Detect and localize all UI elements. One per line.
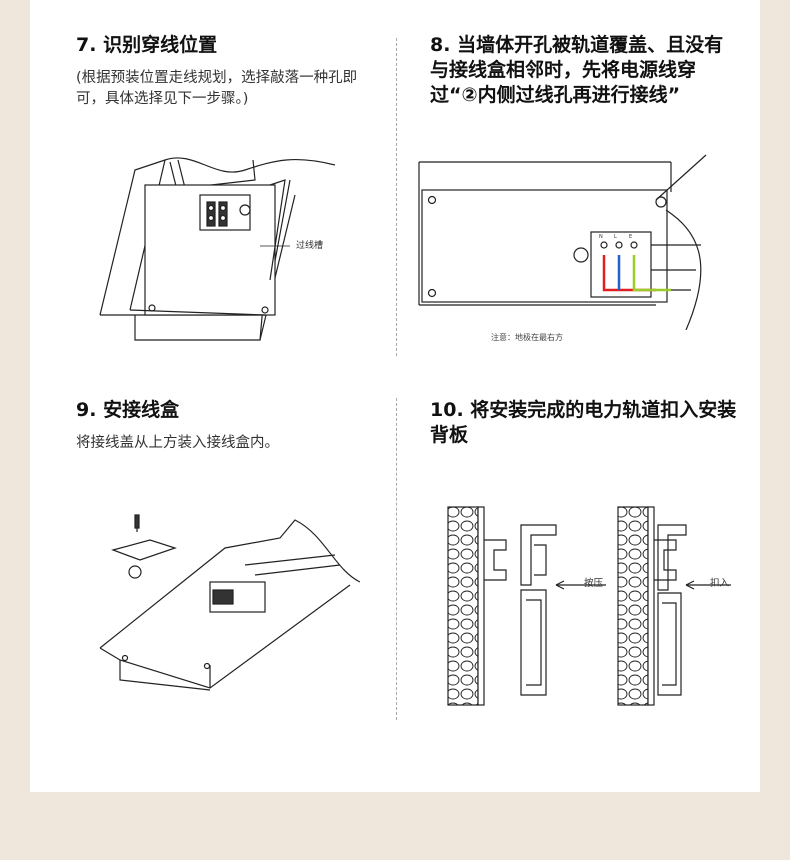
step-9-description: 将接线盖从上方装入接线盒内。 [76, 435, 279, 451]
ground-note: 注意：地极在最右方 [491, 333, 563, 342]
step-8-title: 8. 当墙体开孔被轨道覆盖、且没有与接线盒相邻时，先将电源线穿过“②内侧过线孔再… [430, 33, 736, 108]
step-10-number: 10. [430, 399, 464, 421]
step-10-title-text: 将安装完成的电力轨道扣入安装背板 [430, 399, 737, 446]
step-7-figure [95, 150, 345, 350]
step-10-title: 10. 将安装完成的电力轨道扣入安装背板 [430, 398, 740, 448]
step-8-title-text: 当墙体开孔被轨道覆盖、且没有与接线盒相邻时，先将电源线穿过“②内侧过线孔再进行接… [430, 34, 724, 106]
step-7-description: (根据预装位置走线规划，选择敲落一种孔即可，具体选择见下一步骤。) [76, 70, 358, 107]
track-junction-box-illustration [99, 157, 336, 341]
wire-green [632, 255, 671, 292]
svg-text:L: L [614, 234, 617, 240]
press-label: 按压 [584, 578, 604, 589]
snap-in-label: 扣入 [710, 578, 730, 589]
step-8-number: 8. [430, 34, 451, 56]
step-10: 10. 将安装完成的电力轨道扣入安装背板 [430, 398, 740, 448]
step-7-title-text: 识别穿线位置 [103, 34, 218, 56]
step-9-title: 9. 安接线盒 [76, 398, 376, 423]
svg-text:E: E [629, 234, 632, 240]
step-8-figure: N L E [416, 150, 716, 330]
slot-label: 过线槽 [296, 241, 324, 251]
column-divider-bottom [396, 398, 397, 720]
step-8: 8. 当墙体开孔被轨道覆盖、且没有与接线盒相邻时，先将电源线穿过“②内侧过线孔再… [430, 33, 736, 108]
step-7: 7. 识别穿线位置 (根据预装位置走线规划，选择敲落一种孔即可，具体选择见下一步… [76, 33, 376, 110]
install-cover-illustration [99, 514, 360, 691]
snap-in-illustration [447, 506, 731, 706]
wiring-diagram-illustration: N L E [418, 154, 707, 330]
svg-text:N: N [599, 234, 603, 240]
step-9-number: 9. [76, 399, 97, 421]
step-10-figure [446, 505, 736, 710]
step-7-title: 7. 识别穿线位置 [76, 33, 376, 58]
step-9: 9. 安接线盒 将接线盖从上方装入接线盒内。 [76, 398, 376, 454]
step-9-title-text: 安接线盒 [103, 399, 180, 421]
step-7-number: 7. [76, 34, 97, 56]
step-9-figure [95, 510, 360, 695]
column-divider-top [396, 38, 397, 356]
